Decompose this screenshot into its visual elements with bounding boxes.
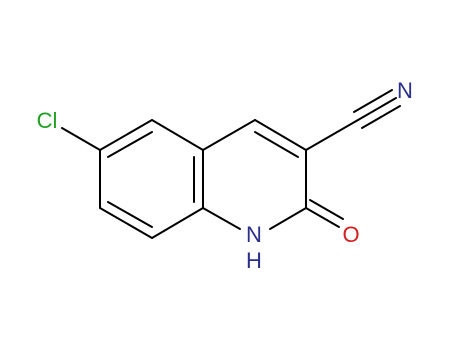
atom-cl: Cl (37, 108, 58, 133)
atom-o-carbonyl: O (342, 222, 359, 247)
bond-c2-n1 (269, 207, 307, 230)
atom-h-ring: H (246, 248, 262, 273)
atom-n-nitrile: N (397, 78, 413, 103)
atom-label-layer: Cl N N H O (37, 78, 413, 273)
atom-n-ring: N (246, 222, 262, 247)
bond-c2-o-second (309, 199, 344, 220)
bond-c4a-c4 (202, 119, 256, 151)
bond-cl-c6 (61, 127, 101, 151)
bond-c6-c5-inner (107, 131, 153, 158)
bond-c4-c3-inner (254, 131, 299, 158)
bond-layer (61, 89, 401, 239)
bond-c3-cn (305, 119, 359, 151)
bond-nitrile-3 (361, 105, 401, 129)
bond-c5-c4a (151, 119, 204, 151)
bond-c2-o (305, 207, 340, 228)
bond-n1-c8a (202, 207, 241, 230)
bond-c8-c7-inner (107, 201, 153, 228)
bond-c4-c3 (254, 119, 307, 151)
bond-c8a-c8 (151, 207, 204, 239)
bond-c8-c7 (99, 207, 153, 239)
bond-c6-c5 (99, 119, 153, 151)
bond-nitrile-1 (357, 97, 397, 121)
bond-nitrile-2 (353, 89, 393, 113)
